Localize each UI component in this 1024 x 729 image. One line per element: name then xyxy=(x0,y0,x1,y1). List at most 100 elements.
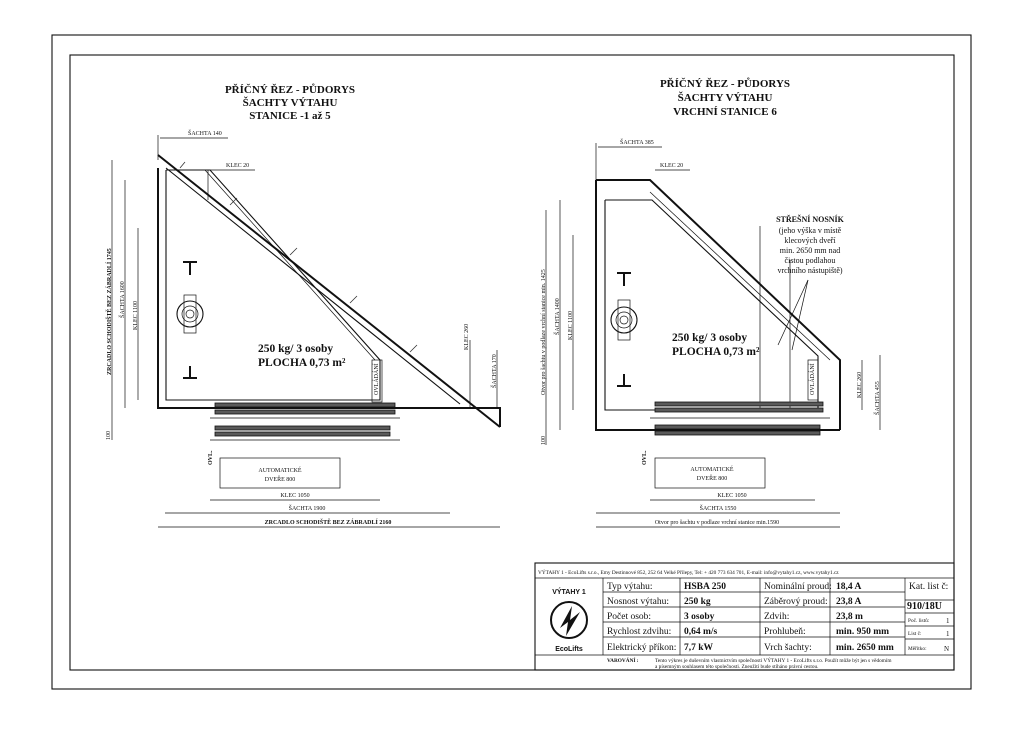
logo-text-bottom: EcoLifts xyxy=(555,646,583,653)
right-beam-note-2: klecových dveří xyxy=(784,236,836,245)
tb-label-zaberovy: Záběrový proud: xyxy=(764,597,828,607)
right-beam-note-1: (jeho výška v místě xyxy=(779,226,842,235)
left-ovl-label: OVL. xyxy=(208,450,214,465)
left-door-assembly xyxy=(210,402,400,441)
company-info: VÝTAHY 1 - EcoLifts s.r.o., Emy Destinno… xyxy=(538,568,839,576)
tb-warning-label: VAROVÁNÍ : xyxy=(607,656,639,664)
left-capacity: 250 kg/ 3 osoby xyxy=(258,343,333,355)
right-title-3: VRCHNÍ STANICE 6 xyxy=(673,106,777,118)
right-door-label-1: AUTOMATICKÉ xyxy=(690,465,734,473)
tb-label-prikon: Elektrický příkon: xyxy=(607,643,676,653)
tb-warning-line2: a písemným souhlasem této společnosti. Z… xyxy=(655,664,818,670)
tb-meritko-value: N xyxy=(944,645,949,653)
tb-value-rychlost: 0,64 m/s xyxy=(684,627,718,637)
left-title-2: ŠACHTY VÝTAHU xyxy=(243,96,338,109)
outer-frame xyxy=(51,34,972,690)
left-staircase-inner xyxy=(165,167,461,405)
right-title-2: ŠACHTY VÝTAHU xyxy=(678,91,773,104)
left-dim-sachta170: ŠACHTA 170 xyxy=(490,354,498,388)
right-drawing: PŘÍČNÝ ŘEZ - PŮDORYS ŠACHTY VÝTAHU VRCHN… xyxy=(541,77,881,528)
right-guide-rails xyxy=(610,272,638,387)
tb-label-typ: Typ výtahu: xyxy=(607,582,653,592)
right-capacity: 250 kg/ 3 osoby xyxy=(672,332,747,344)
tb-value-typ: HSBA 250 xyxy=(684,582,726,592)
left-dim-klec1050: KLEC 1050 xyxy=(280,493,309,499)
right-shaft-wall xyxy=(595,180,840,431)
tb-value-nosnost: 250 kg xyxy=(684,597,711,607)
tb-meritko-label: Měřítko: xyxy=(908,646,927,652)
tb-poclistu-label: Poč. listů: xyxy=(908,617,930,624)
left-title-1: PŘÍČNÝ ŘEZ - PŮDORYS xyxy=(225,83,355,96)
left-dim-sachta1900: ŠACHTA 1900 xyxy=(289,504,326,512)
left-dim-zrcadlo2160: ZRCADLO SCHODIŠTĚ BEZ ZÁBRADLÍ 2160 xyxy=(265,518,392,526)
left-guide-rails xyxy=(176,261,204,379)
tb-value-prikon: 7,7 kW xyxy=(684,643,714,653)
left-shaft-wall xyxy=(157,168,501,427)
tb-value-pocet: 3 osoby xyxy=(684,612,715,622)
right-door-label-2: DVEŘE 800 xyxy=(697,474,728,482)
left-dim-100: 100 xyxy=(106,431,112,440)
right-dim-klec1100: KLEC 1100 xyxy=(568,311,574,340)
left-cage-diag xyxy=(204,169,376,361)
right-dim-sachta385: ŠACHTA 385 xyxy=(620,138,654,146)
right-control-panel xyxy=(807,359,819,401)
left-door-label-1: AUTOMATICKÉ xyxy=(258,466,302,474)
tb-value-zaberovy: 23,8 A xyxy=(836,597,861,607)
left-title-3: STANICE -1 až 5 xyxy=(249,110,331,122)
left-dim-sachta1600: ŠACHTA 1600 xyxy=(118,281,126,318)
tb-value-zdvih: 23,8 m xyxy=(836,612,863,622)
tb-label-pocet: Počet osob: xyxy=(607,612,651,622)
tb-list-value: 1 xyxy=(946,630,950,638)
left-dim-sachta140: ŠACHTA 140 xyxy=(188,129,222,137)
right-dim-klec1050: KLEC 1050 xyxy=(717,493,746,499)
right-ovl-label: OVL. xyxy=(642,450,648,465)
left-wall-hatch xyxy=(179,161,418,353)
right-dim-klec260: KLEC 260 xyxy=(857,372,863,398)
right-dim-sachta1400: ŠACHTA 1400 xyxy=(553,298,561,335)
right-dim-klec20: KLEC 20 xyxy=(660,163,683,169)
left-dim-klec1100: KLEC 1100 xyxy=(133,301,139,330)
tb-label-prohlubne: Prohlubeň: xyxy=(764,627,806,637)
tb-value-nominalni: 18,4 A xyxy=(836,582,861,592)
tb-label-rychlost: Rychlost zdvihu: xyxy=(607,627,671,637)
right-dim-otvor1425: Otvor pro šachtu v podlaze vrchní stanic… xyxy=(541,269,547,395)
right-beam-title: STŘEŠNÍ NOSNÍK xyxy=(776,214,845,224)
left-door-label-2: DVEŘE 800 xyxy=(265,475,296,483)
tb-value-prohlubne: min. 950 mm xyxy=(836,627,889,637)
right-dim-100: 100 xyxy=(541,436,547,445)
left-staircase-line xyxy=(157,154,501,428)
left-dim-zrcadlo1745: ZRCADLO SCHODIŠTĚ BEZ ZÁBRADLÍ 1745 xyxy=(105,248,113,375)
left-area: PLOCHA 0,73 m² xyxy=(258,357,346,369)
right-shaft-top xyxy=(596,179,841,430)
right-beam-note-4: čistou podlahou xyxy=(785,256,836,265)
tb-poclistu-value: 1 xyxy=(946,617,950,625)
left-control-panel xyxy=(371,359,383,403)
inner-frame xyxy=(69,54,955,671)
right-door-assembly xyxy=(650,401,830,436)
left-panel-label: OVLÁDÁNÍ xyxy=(372,363,380,395)
right-dim-sachta1550: ŠACHTA 1550 xyxy=(700,504,737,512)
logo-text-top: VÝTAHY 1 xyxy=(552,587,586,596)
right-panel-label: OVLÁDÁNÍ xyxy=(808,363,816,395)
left-cage-outline xyxy=(165,169,381,401)
tb-list-label: List č: xyxy=(908,631,922,637)
tb-katlist-value: 910/18U xyxy=(907,601,942,612)
tb-katlist-label: Kat. list č: xyxy=(909,582,948,592)
logo-circle xyxy=(550,601,588,639)
right-area: PLOCHA 0,73 m² xyxy=(672,346,760,358)
right-beam-note-5: vrchního nástupiště) xyxy=(777,266,842,275)
title-block: VÝTAHY 1 - EcoLifts s.r.o., Emy Destinno… xyxy=(534,562,955,671)
left-dim-klec260: KLEC 260 xyxy=(464,324,470,350)
left-dim-klec20: KLEC 20 xyxy=(226,163,249,169)
tb-label-vrch: Vrch šachty: xyxy=(764,643,812,653)
tb-label-nominalni: Nominální proud: xyxy=(764,582,832,592)
tb-value-vrch: min. 2650 mm xyxy=(836,643,894,653)
right-cage-diag xyxy=(649,191,831,361)
right-dim-otvor1590: Otvor pro šachtu v podlaze vrchní stanic… xyxy=(655,520,779,526)
right-title-1: PŘÍČNÝ ŘEZ - PŮDORYS xyxy=(660,77,790,90)
tb-label-zdvih: Zdvih: xyxy=(764,612,789,622)
right-dim-sachta455: ŠACHTA 455 xyxy=(873,381,881,415)
left-drawing: PŘÍČNÝ ŘEZ - PŮDORYS ŠACHTY VÝTAHU STANI… xyxy=(105,83,501,528)
